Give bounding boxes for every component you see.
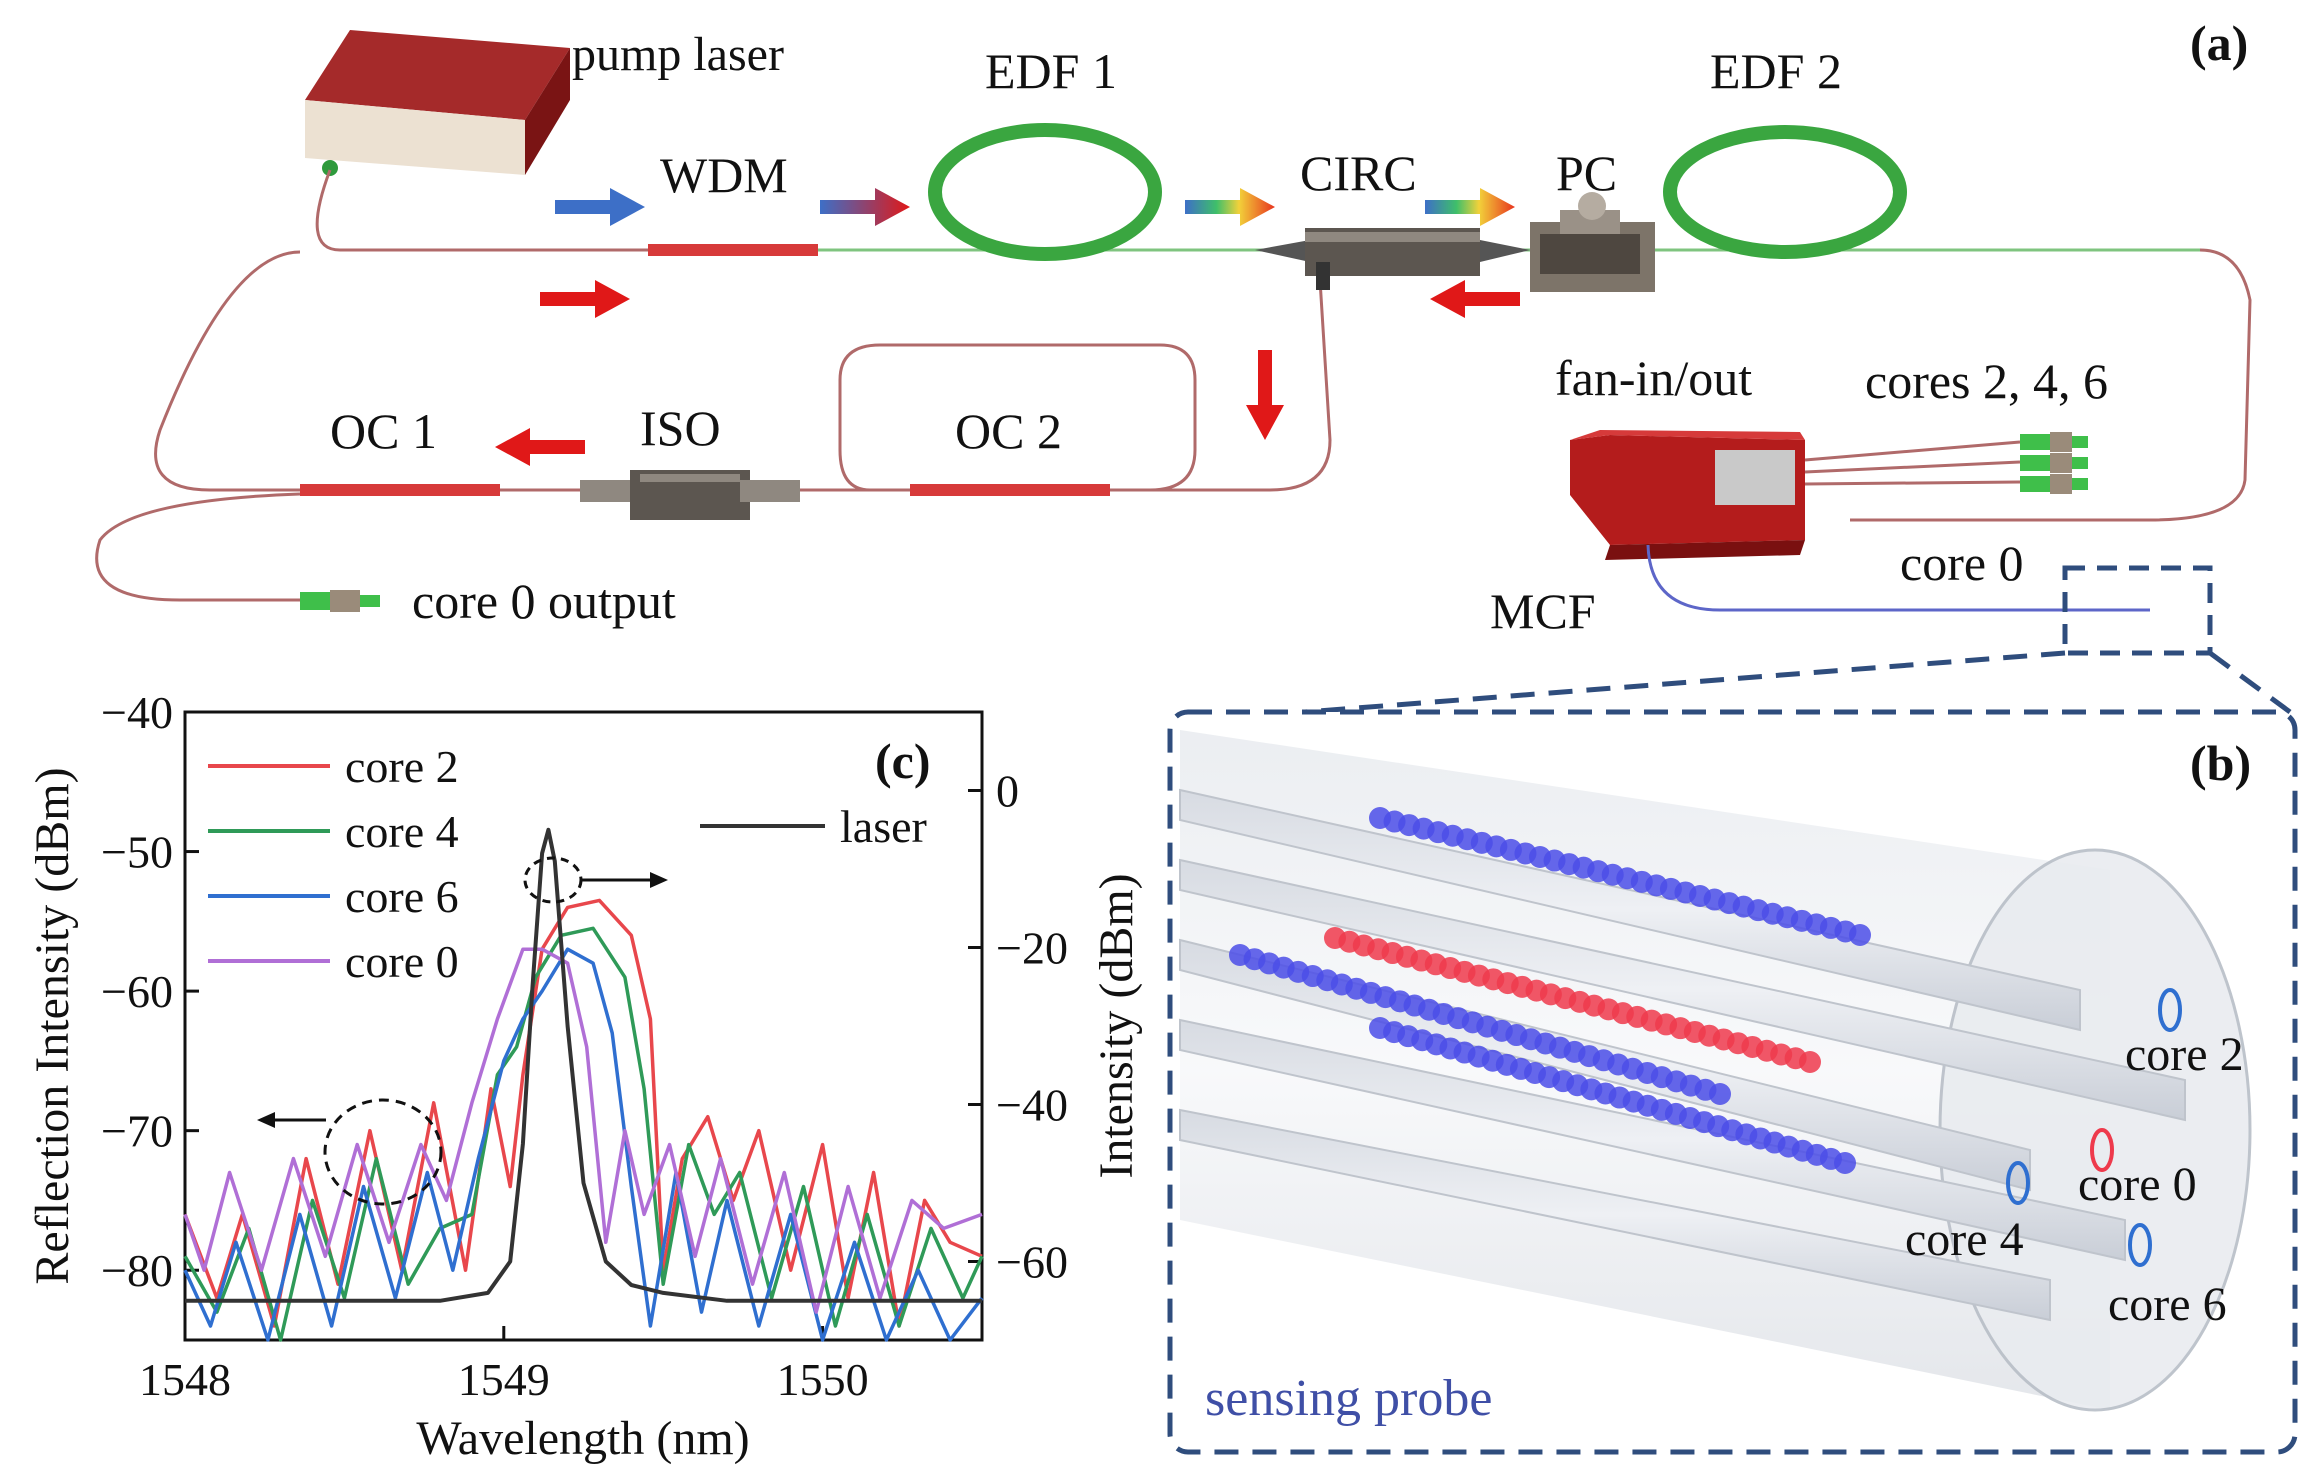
oc2-label: OC 2 [955, 403, 1062, 459]
legend-core2: core 2 [345, 741, 459, 792]
oc1-label: OC 1 [330, 403, 437, 459]
wdm-label: WDM [660, 147, 788, 203]
zoom-line-right [2208, 650, 2292, 715]
pump-laser-icon [305, 30, 570, 176]
grating-core4 [1709, 1083, 1731, 1105]
y-left-tick-label-3: −70 [101, 1106, 173, 1157]
circ-label: CIRC [1300, 145, 1417, 201]
right-axis-arrow-icon [582, 872, 668, 888]
series-core-2 [183, 898, 983, 1328]
core0-label-b: core 0 [2078, 1158, 2197, 1211]
sensing-probe-label: sensing probe [1205, 1370, 1492, 1427]
x-tick-label-2: 1550 [777, 1354, 869, 1405]
fan-label: fan-in/out [1555, 350, 1752, 406]
legend-core6: core 6 [345, 871, 459, 922]
grating-core2 [1849, 924, 1871, 946]
iso-label: ISO [640, 400, 721, 456]
circ-arrow-icon [1185, 188, 1275, 226]
core0-output-connector-icon [300, 590, 380, 612]
y-right-tick-label-2: −40 [996, 1080, 1068, 1131]
pc-label: PC [1556, 145, 1617, 201]
mcf-fiber [1646, 544, 2150, 612]
core0-output-label: core 0 output [412, 573, 676, 629]
series-core-4 [183, 926, 984, 1342]
y-right-tick-label-1: −20 [996, 923, 1068, 974]
series-core-0 [183, 947, 983, 1314]
laser-peak-circle [523, 856, 583, 904]
core0-end [2090, 1128, 2114, 1172]
y-left-tick-label-0: −40 [101, 687, 173, 738]
mcf-label: MCF [1490, 583, 1596, 639]
gratings [1229, 807, 1871, 1174]
edf1-coil [928, 123, 1162, 261]
pc-arrow-icon [1425, 188, 1515, 226]
panel-a: (a) pump laser WDM EDF 1 EDF 2 [95, 15, 2292, 715]
legend-laser: laser [840, 801, 927, 852]
wdm-coupler [648, 244, 818, 256]
legend-core0: core 0 [345, 936, 459, 987]
core6-label: core 6 [2108, 1278, 2227, 1331]
left-axis-arrow-icon [257, 1112, 326, 1128]
fiber-ring [95, 169, 2252, 602]
zoom-box [2062, 565, 2213, 656]
y-right-tick-label-3: −60 [996, 1237, 1068, 1288]
panel-b-tag: (b) [2190, 735, 2251, 791]
axis-ticks: 1548 1549 1550 −40 −50 −60 −70 −80 0 −20 −40 −60 [101, 687, 1068, 1405]
x-label: Wavelength (nm) [416, 1412, 749, 1465]
grating-core6 [1834, 1152, 1856, 1174]
grating-core0 [1799, 1051, 1821, 1073]
x-tick-label-1: 1549 [458, 1354, 550, 1405]
y-left-tick-label-4: −80 [101, 1245, 173, 1296]
fanout-connectors-icon [2020, 432, 2088, 494]
panel-b: (b) core 2 core 0 core 4 core 6 sensing … [1167, 709, 2298, 1455]
curves [183, 827, 984, 1342]
legend: core 2 core 4 core 6 core 0 laser [208, 741, 927, 987]
oc2-coupler [910, 484, 1110, 496]
core2-label: core 2 [2125, 1028, 2244, 1081]
down-arrow-icon [1246, 350, 1284, 440]
signal-arrows [495, 188, 1520, 466]
core4-label: core 4 [1905, 1213, 2024, 1266]
y-left-tick-label-2: −60 [101, 966, 173, 1017]
legend-core4: core 4 [345, 806, 459, 857]
core0-label: core 0 [1900, 535, 2024, 591]
edf2-label: EDF 2 [1710, 43, 1842, 99]
core4-end [2006, 1161, 2030, 1205]
y-left-tick-label-1: −50 [101, 827, 173, 878]
y-right-tick-label-0: 0 [996, 766, 1019, 817]
y-left-label: Reflection Intensity (dBm) [26, 767, 79, 1284]
wdm-arrow-icon [820, 188, 910, 226]
x-tick-label-0: 1548 [139, 1354, 231, 1405]
pump-arrow-icon [555, 188, 645, 226]
ring-arrow-icon [540, 280, 630, 318]
fanout-fibers [1804, 440, 2021, 486]
y-right-label: Intensity (dBm) [1090, 873, 1143, 1178]
edf1-label: EDF 1 [985, 43, 1117, 99]
zoom-line-left [1304, 650, 2066, 715]
pump-laser-label: pump laser [572, 28, 784, 81]
cores-label: cores 2, 4, 6 [1865, 353, 2108, 409]
polarization-controller-icon [1530, 192, 1655, 292]
panel-c: 1548 1549 1550 −40 −50 −60 −70 −80 0 −20 −40 −60 Re… [26, 687, 1143, 1465]
return-arrow-icon [1430, 280, 1520, 318]
oc1-coupler [300, 484, 500, 496]
series-core-6 [183, 947, 984, 1342]
circulator-icon [1255, 228, 1530, 290]
oc1-arrow-icon [495, 428, 585, 466]
fan-in-out-icon [1570, 430, 1805, 560]
core2-end [2158, 988, 2182, 1032]
panel-a-tag: (a) [2190, 15, 2248, 71]
edf2-coil [1663, 125, 1907, 259]
sidelobe-circle [323, 1098, 443, 1206]
panel-c-tag: (c) [875, 733, 931, 789]
isolator-icon [580, 470, 800, 520]
core6-end [2128, 1223, 2152, 1267]
series-laser [185, 827, 982, 1303]
